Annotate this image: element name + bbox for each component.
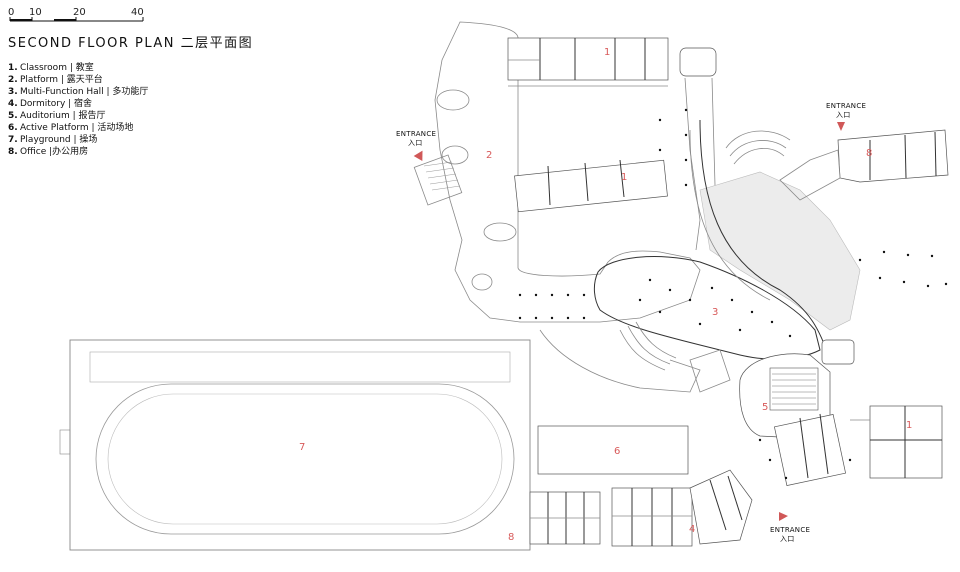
scale-tick-20: 20	[73, 7, 86, 18]
legend-text-3: Multi-Function Hall | 多功能厅	[20, 85, 148, 97]
legend-text-4: Dormitory | 宿舍	[20, 97, 92, 109]
room-label-playground: 7	[299, 442, 305, 453]
platform-opening-2	[441, 145, 469, 165]
classroom-block-east	[850, 405, 943, 479]
south-stair-landing	[689, 349, 731, 393]
legend-num-4: 4.	[8, 99, 18, 109]
legend-text-5: Auditorium | 报告厅	[20, 109, 106, 121]
classroom-block-mid	[514, 159, 668, 213]
plan-title: SECOND FLOOR PLAN 二层平面图	[8, 36, 253, 51]
room-label-active-platform: 6	[614, 446, 620, 457]
legend-text-6: Active Platform | 活动场地	[20, 121, 133, 133]
north-connector	[679, 47, 717, 251]
entrance-south: ENTRANCE 入口	[770, 512, 810, 543]
scale-tick-0: 0	[8, 7, 14, 18]
hall-stepped-seating	[619, 321, 677, 371]
room-label-platform: 2	[486, 150, 492, 161]
legend-text-1: Classroom | 教室	[20, 61, 94, 73]
entrance-south-cn: 入口	[780, 535, 795, 543]
legend-num-2: 2.	[8, 75, 18, 85]
legend-text-2: Platform | 露天平台	[20, 73, 103, 85]
west-stair	[413, 154, 463, 206]
column-grid	[518, 108, 948, 480]
active-platform	[537, 425, 689, 475]
legend: 1. Classroom | 教室 2. Platform | 露天平台 3. …	[8, 61, 148, 157]
entrance-northeast-arrow-icon	[837, 122, 845, 131]
room-label-office-east: 8	[866, 148, 872, 159]
entrance-south-en: ENTRANCE	[770, 526, 810, 534]
room-label-auditorium: 5	[762, 402, 768, 413]
auditorium-block	[739, 339, 855, 486]
legend-num-8: 8.	[8, 147, 18, 157]
room-label-classroom-north: 1	[604, 47, 610, 58]
scale-bar: 0 10 20 40	[8, 7, 144, 22]
platform-opening-3	[483, 222, 517, 242]
entrance-west-cn: 入口	[408, 139, 423, 147]
scale-tick-40: 40	[131, 7, 144, 18]
scale-tick-10: 10	[29, 7, 42, 18]
entrance-northeast: ENTRANCE 入口	[826, 102, 866, 131]
legend-num-6: 6.	[8, 123, 18, 133]
entrance-west-arrow-icon	[413, 150, 423, 161]
room-label-office-south: 8	[508, 532, 514, 543]
entrance-west-en: ENTRANCE	[396, 130, 436, 138]
main-corridor-inner	[689, 129, 771, 301]
courtyard-stair	[725, 130, 791, 165]
room-label-classroom-east: 1	[906, 420, 912, 431]
south-ramp	[539, 329, 701, 393]
main-corridor	[699, 119, 831, 361]
room-label-classroom-mid: 1	[621, 172, 627, 183]
entrance-west: ENTRANCE 入口	[396, 130, 436, 161]
office-block-east	[779, 129, 949, 201]
legend-num-3: 3.	[8, 87, 18, 97]
entrance-northeast-en: ENTRANCE	[826, 102, 866, 110]
platform-opening-4	[471, 273, 493, 291]
legend-num-5: 5.	[8, 111, 18, 121]
platform-opening-1	[436, 89, 470, 111]
dormitory-block	[529, 469, 753, 547]
legend-num-7: 7.	[8, 135, 18, 145]
room-label-hall: 3	[712, 307, 718, 318]
legend-text-8: Office |办公用房	[20, 145, 88, 157]
legend-num-1: 1.	[8, 63, 18, 73]
playground	[59, 339, 531, 551]
entrance-northeast-cn: 入口	[836, 111, 851, 119]
entrance-south-arrow-icon	[779, 512, 788, 521]
central-courtyard	[699, 171, 861, 331]
room-label-dormitory: 4	[689, 524, 695, 535]
legend-text-7: Playground | 操场	[20, 133, 97, 145]
platform-outline	[434, 21, 701, 323]
classroom-block-north	[507, 37, 669, 87]
